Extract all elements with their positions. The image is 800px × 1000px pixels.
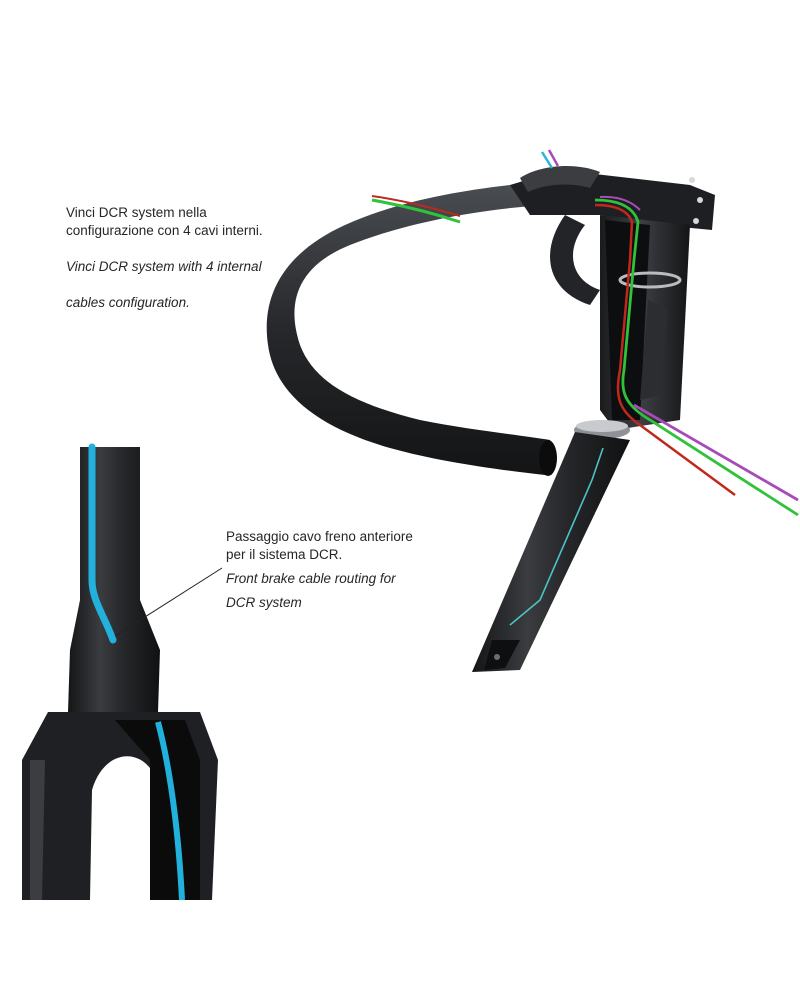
- caption-it-line1: Vinci DCR system nella: [66, 205, 207, 220]
- leader-line: [114, 567, 223, 637]
- bar-end: [539, 440, 557, 476]
- caption-en-line2: DCR system: [226, 595, 302, 610]
- caption-system-config: Vinci DCR system nella configurazione co…: [66, 204, 326, 312]
- caption-it-line2: configurazione con 4 cavi interni.: [66, 223, 263, 238]
- headset-spacer-top: [576, 420, 628, 432]
- handlebar: [266, 182, 550, 475]
- caption-en-line2: cables configuration.: [66, 295, 190, 310]
- caption-it-line2: per il sistema DCR.: [226, 547, 343, 562]
- stem-cap: [520, 166, 600, 192]
- fork-brake-cable-lower: [155, 721, 185, 901]
- fork-dropout: [484, 640, 520, 670]
- caption-it-line1: Passaggio cavo freno anteriore: [226, 529, 413, 544]
- steerer-bracket: [640, 300, 668, 400]
- caption-en-line1: Front brake cable routing for: [226, 571, 396, 586]
- stem-bolt: [689, 177, 695, 183]
- purple-cable-top: [547, 149, 560, 167]
- caption-brake-routing: Passaggio cavo freno anteriore per il si…: [226, 528, 466, 612]
- fork-closeup: [22, 443, 223, 901]
- headset-ring: [618, 271, 682, 289]
- cyan-cable-top: [540, 151, 554, 169]
- axle-bolt: [494, 654, 500, 660]
- fork-leg-highlight: [30, 760, 45, 900]
- purple-cable: [633, 403, 799, 502]
- fork-blade: [472, 432, 630, 672]
- cyan-cable: [509, 447, 604, 626]
- handlebar-assembly: [266, 149, 799, 672]
- fork-brake-cable: [88, 443, 117, 644]
- caption-en-line1: Vinci DCR system with 4 internal: [66, 259, 262, 274]
- red-cable: [594, 203, 736, 497]
- stem-bolt: [697, 197, 703, 203]
- stem-bolt: [693, 218, 699, 224]
- purple-cable-stem: [599, 195, 641, 211]
- handlebar-drop-right: [550, 215, 600, 305]
- green-cable-bar-exit: [371, 198, 461, 224]
- fork-steerer: [68, 447, 160, 712]
- green-cable: [594, 198, 799, 517]
- red-cable-bar-exit: [371, 195, 461, 217]
- stem: [510, 170, 715, 230]
